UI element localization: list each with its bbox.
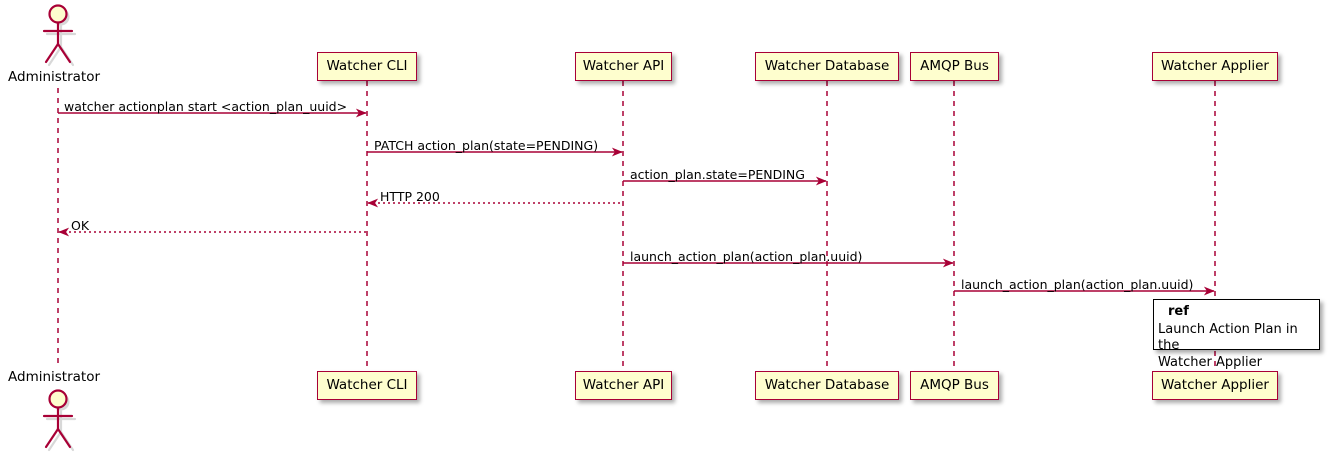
participant-foot-amqp-bus[interactable]: AMQP Bus xyxy=(910,371,999,400)
participant-head-watcher-database[interactable]: Watcher Database xyxy=(755,52,899,81)
participant-foot-watcher-cli[interactable]: Watcher CLI xyxy=(317,371,417,400)
participant-head-watcher-applier-label: Watcher Applier xyxy=(1161,57,1269,74)
participant-foot-amqp-bus-label: AMQP Bus xyxy=(920,376,989,393)
participant-head-administrator-label: Administrator xyxy=(8,69,101,85)
actor-administrator-top-figure xyxy=(42,4,74,64)
lifelines xyxy=(57,81,1216,371)
participant-head-amqp-bus-label: AMQP Bus xyxy=(920,57,989,74)
participant-foot-watcher-api[interactable]: Watcher API xyxy=(575,371,672,400)
message-label-2: PATCH action_plan(state=PENDING) xyxy=(374,138,599,153)
participant-head-watcher-cli-label: Watcher CLI xyxy=(326,57,408,74)
participant-head-watcher-database-label: Watcher Database xyxy=(764,57,890,74)
ref-fragment-tab-label: ref xyxy=(1159,301,1213,321)
message-label-3: action_plan.state=PENDING xyxy=(630,167,805,182)
message-label-4: HTTP 200 xyxy=(380,189,440,204)
participant-head-watcher-cli[interactable]: Watcher CLI xyxy=(317,52,417,81)
participant-foot-watcher-cli-label: Watcher CLI xyxy=(326,376,408,393)
actor-administrator-bottom-figure xyxy=(42,389,74,449)
participant-foot-administrator-label: Administrator xyxy=(8,369,101,385)
ref-fragment-body-text: Launch Action Plan in the Watcher Applie… xyxy=(1158,322,1298,370)
message-label-5: OK xyxy=(71,218,90,233)
participant-head-watcher-api-label: Watcher API xyxy=(582,57,665,74)
participant-foot-watcher-api-label: Watcher API xyxy=(582,376,665,393)
participant-head-watcher-applier[interactable]: Watcher Applier xyxy=(1152,52,1278,81)
participant-head-watcher-api[interactable]: Watcher API xyxy=(575,52,672,81)
message-arrows xyxy=(58,108,1215,296)
participant-foot-watcher-database-label: Watcher Database xyxy=(764,376,890,393)
participant-foot-watcher-applier[interactable]: Watcher Applier xyxy=(1152,371,1278,400)
message-label-1: watcher actionplan start <action_plan_uu… xyxy=(64,99,348,114)
participant-foot-watcher-database[interactable]: Watcher Database xyxy=(755,371,899,400)
message-label-7: launch_action_plan(action_plan.uuid) xyxy=(961,277,1194,292)
message-label-6: launch_action_plan(action_plan.uuid) xyxy=(630,249,863,264)
participant-foot-watcher-applier-label: Watcher Applier xyxy=(1161,376,1269,393)
participant-head-amqp-bus[interactable]: AMQP Bus xyxy=(910,52,999,81)
